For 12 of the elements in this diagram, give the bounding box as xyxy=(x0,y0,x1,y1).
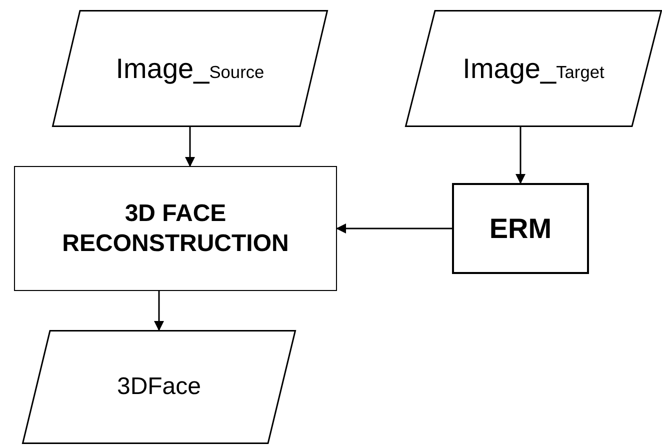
node-label: 3DFace xyxy=(116,372,202,402)
data-parallelogram xyxy=(22,330,296,444)
node-label: 3D FACE RECONSTRUCTION xyxy=(61,198,290,258)
data-parallelogram xyxy=(52,10,328,127)
node-label: ERM xyxy=(488,212,553,246)
process-box xyxy=(14,166,337,291)
arrow xyxy=(185,127,195,167)
data-parallelogram xyxy=(405,10,662,127)
arrow xyxy=(154,291,164,331)
process-box xyxy=(452,183,589,274)
arrow xyxy=(516,127,526,184)
arrow xyxy=(336,224,452,234)
